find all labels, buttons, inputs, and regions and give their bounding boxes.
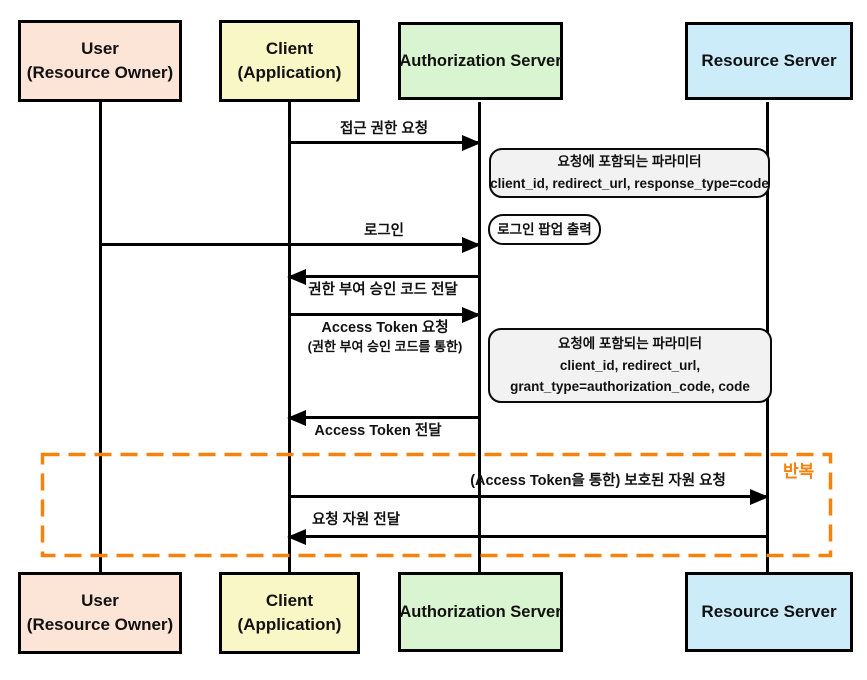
note-auth-request-params: 요청에 포함되는 파라미터 client_id, redirect_url, r… <box>489 148 770 198</box>
actor-auth-server-bottom: Authorization Server <box>398 572 563 652</box>
arrowhead-right-icon <box>750 488 769 505</box>
lifeline-user <box>98 102 102 572</box>
note-line: client_id, redirect_url, <box>559 357 701 373</box>
lifeline-client <box>287 102 291 572</box>
message-arrow-login <box>100 236 481 253</box>
arrowhead-left-icon <box>287 409 306 426</box>
message-arrow-access-token-request <box>289 306 481 323</box>
arrowhead-left-icon <box>287 268 306 285</box>
actor-client-top: Client (Application) <box>219 20 360 102</box>
message-label-login: 로그인 <box>363 223 405 239</box>
message-label-access-token-delivery: Access Token 전달 <box>314 423 442 439</box>
note-login-popup: 로그인 팝업 출력 <box>488 214 601 245</box>
message-label-protected-resource-request: (Access Token을 통한) 보호된 자원 요청 <box>470 473 726 489</box>
actor-user-subtitle: (Resource Owner) <box>26 615 174 634</box>
actor-auth-server-name: Authorization Server <box>399 603 562 621</box>
note-line: grant_type=authorization_code, code <box>510 379 750 395</box>
message-label-auth-code-delivery: 권한 부여 승인 코드 전달 <box>308 282 458 298</box>
actor-client-bottom: Client (Application) <box>219 572 360 654</box>
message-arrow-auth-code-delivery <box>287 268 479 285</box>
actor-client-name: Client <box>265 39 314 58</box>
actor-client-subtitle: (Application) <box>237 615 342 634</box>
actor-resource-server-top: Resource Server <box>685 22 853 100</box>
note-token-request-params: 요청에 포함되는 파라미터 client_id, redirect_url, g… <box>488 328 772 403</box>
message-arrow-requested-resource-delivery <box>287 528 767 545</box>
message-label-requested-resource-delivery: 요청 자원 전달 <box>311 512 401 528</box>
actor-user-bottom: User (Resource Owner) <box>18 572 182 654</box>
note-line: 요청에 포함되는 파라미터 <box>557 336 703 352</box>
repeat-label: 반복 <box>783 462 815 481</box>
actor-user-name: User <box>81 39 119 58</box>
message-sublabel-access-token-request: (권한 부여 승인 코드를 통한) <box>307 339 463 354</box>
arrowhead-left-icon <box>287 528 306 545</box>
actor-client-subtitle: (Application) <box>237 63 342 82</box>
message-arrow-access-token-delivery <box>287 409 479 426</box>
actor-user-name: User <box>81 591 119 610</box>
arrowhead-right-icon <box>462 306 481 323</box>
note-line: 요청에 포함되는 파라미터 <box>557 154 702 170</box>
actor-client-name: Client <box>265 591 314 610</box>
actor-auth-server-name: Authorization Server <box>399 52 562 70</box>
actor-resource-server-bottom: Resource Server <box>685 572 853 652</box>
actor-resource-server-name: Resource Server <box>701 602 837 621</box>
repeat-box <box>40 452 833 558</box>
note-line: client_id, redirect_url, response_type=c… <box>490 176 769 191</box>
message-label-access-permission-request: 접근 권한 요청 <box>339 121 429 137</box>
message-arrow-protected-resource-request <box>289 488 769 505</box>
actor-auth-server-top: Authorization Server <box>398 22 563 100</box>
lifeline-auth-server <box>477 102 481 572</box>
message-arrow-access-permission-request <box>289 134 481 151</box>
actor-user-top: User (Resource Owner) <box>18 20 182 102</box>
actor-user-subtitle: (Resource Owner) <box>26 63 174 82</box>
arrowhead-right-icon <box>462 236 481 253</box>
message-label-access-token-request: Access Token 요청 <box>321 320 449 336</box>
note-line: 로그인 팝업 출력 <box>497 221 592 237</box>
actor-resource-server-name: Resource Server <box>701 51 837 70</box>
arrowhead-right-icon <box>462 134 481 151</box>
